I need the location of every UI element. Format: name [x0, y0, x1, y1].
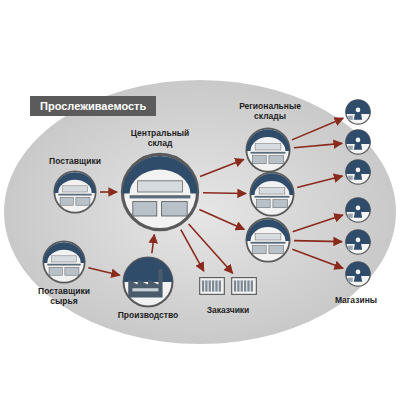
- group-label: Региональные склады: [235, 102, 305, 122]
- node-icon: [122, 256, 174, 308]
- flow-arrow: [88, 268, 119, 275]
- node-label: Поставщики сырья: [29, 287, 99, 307]
- node-icon: [230, 272, 258, 300]
- flow-arrow: [294, 241, 342, 242]
- factory-node: Производство: [122, 256, 174, 308]
- node-icon: [249, 171, 295, 217]
- warehouse-node: Поставщики: [53, 170, 97, 214]
- shop-node: [345, 99, 371, 125]
- node-label: Центральный склад: [120, 129, 200, 149]
- flow-arrow: [294, 143, 342, 147]
- node-icon: [345, 99, 371, 125]
- node-icon: [345, 159, 371, 185]
- customer-node: [198, 272, 226, 300]
- warehouse-node: [245, 217, 291, 263]
- node-icon: [42, 240, 86, 284]
- group-label: Заказчики: [193, 306, 263, 316]
- shop-node: [345, 159, 371, 185]
- shop-node: [345, 129, 371, 155]
- node-icon: [120, 152, 200, 232]
- flow-arrow: [199, 209, 244, 229]
- customer-node: [230, 272, 258, 300]
- flow-arrow: [292, 249, 343, 268]
- node-icon: [245, 127, 291, 173]
- warehouse-node: Центральный склад: [120, 152, 200, 232]
- shop-node: [345, 261, 371, 287]
- node-icon: [345, 261, 371, 287]
- diagram-title: Прослеживаемость: [30, 96, 156, 116]
- flow-arrow: [189, 224, 233, 273]
- node-icon: [345, 129, 371, 155]
- shop-node: [345, 229, 371, 255]
- node-icon: [345, 197, 371, 223]
- flow-arrow: [100, 191, 117, 193]
- node-icon: [53, 170, 97, 214]
- warehouse-node: [249, 171, 295, 217]
- flow-arrow: [152, 235, 154, 254]
- flow-arrow: [181, 230, 204, 271]
- node-icon: [198, 272, 226, 300]
- flow-arrow: [292, 118, 343, 140]
- node-label: Поставщики: [35, 157, 115, 167]
- flow-arrow: [200, 159, 244, 176]
- group-label: Магазины: [321, 296, 391, 306]
- warehouse-node: [245, 127, 291, 173]
- flow-arrow: [297, 176, 342, 188]
- node-icon: [245, 217, 291, 263]
- warehouse-node: Поставщики сырья: [42, 240, 86, 284]
- node-label: Производство: [103, 311, 193, 321]
- node-icon: [345, 229, 371, 255]
- shop-node: [345, 197, 371, 223]
- flow-arrow: [293, 215, 343, 232]
- flow-arrow: [203, 192, 246, 194]
- background-ellipse: [4, 80, 396, 344]
